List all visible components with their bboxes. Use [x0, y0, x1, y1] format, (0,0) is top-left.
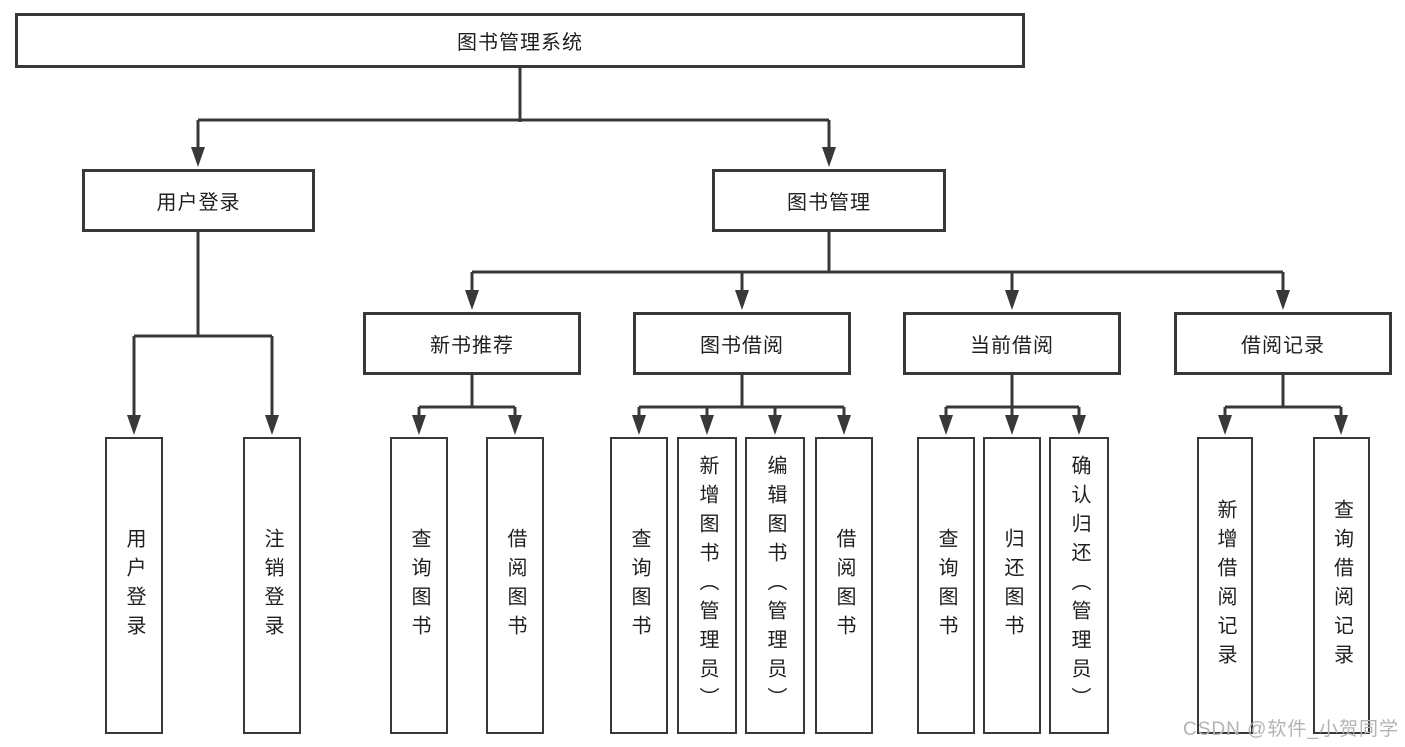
leaf-user-login-label: 用户登录	[123, 527, 145, 644]
leaf-return-books-label: 归还图书	[1001, 527, 1023, 644]
leaf-add-books-admin-label: 新增图书（管理员）	[696, 455, 718, 716]
node-current-borrowing: 当前借阅	[903, 312, 1121, 375]
leaf-confirm-return-admin: 确认归还（管理员）	[1049, 437, 1109, 734]
leaf-borrow-books-newbook-label: 借阅图书	[504, 527, 526, 644]
leaf-query-books-current: 查询图书	[917, 437, 975, 734]
node-book-borrowing-label: 图书借阅	[700, 335, 784, 357]
leaf-query-borrow-record-label: 查询借阅记录	[1330, 498, 1353, 673]
leaf-add-books-admin: 新增图书（管理员）	[677, 437, 737, 734]
leaf-edit-books-admin: 编辑图书（管理员）	[745, 437, 805, 734]
node-user-login: 用户登录	[82, 169, 315, 232]
node-borrowing-records: 借阅记录	[1174, 312, 1392, 375]
node-new-book-recommendation: 新书推荐	[363, 312, 581, 375]
node-borrowing-records-label: 借阅记录	[1241, 335, 1325, 357]
leaf-edit-books-admin-label: 编辑图书（管理员）	[764, 455, 786, 716]
leaf-user-login: 用户登录	[105, 437, 163, 734]
leaf-logout: 注销登录	[243, 437, 301, 734]
node-new-book-recommendation-label: 新书推荐	[430, 335, 514, 357]
watermark: CSDN @软件_小贺同学	[1183, 719, 1399, 740]
leaf-borrow-books-borrow-label: 借阅图书	[833, 527, 855, 644]
leaf-borrow-books-newbook: 借阅图书	[486, 437, 544, 734]
leaf-query-borrow-record: 查询借阅记录	[1313, 437, 1370, 734]
node-library-management-system: 图书管理系统	[15, 13, 1025, 68]
leaf-add-borrow-record-label: 新增借阅记录	[1214, 498, 1236, 673]
node-book-borrowing: 图书借阅	[633, 312, 851, 375]
leaf-logout-label: 注销登录	[261, 527, 283, 644]
leaf-borrow-books-borrow: 借阅图书	[815, 437, 873, 734]
node-current-borrowing-label: 当前借阅	[970, 335, 1054, 357]
node-library-management-system-label: 图书管理系统	[457, 32, 583, 54]
leaf-return-books: 归还图书	[983, 437, 1041, 734]
leaf-query-books-current-label: 查询图书	[935, 527, 957, 644]
leaf-add-borrow-record: 新增借阅记录	[1197, 437, 1253, 734]
leaf-query-books-borrow-label: 查询图书	[628, 527, 650, 644]
leaf-query-books-newbook: 查询图书	[390, 437, 448, 734]
node-book-management: 图书管理	[712, 169, 946, 232]
leaf-confirm-return-admin-label: 确认归还（管理员）	[1068, 455, 1090, 716]
node-user-login-label: 用户登录	[156, 192, 241, 214]
node-book-management-label: 图书管理	[787, 192, 871, 214]
leaf-query-books-borrow: 查询图书	[610, 437, 668, 734]
leaf-query-books-newbook-label: 查询图书	[408, 527, 430, 644]
